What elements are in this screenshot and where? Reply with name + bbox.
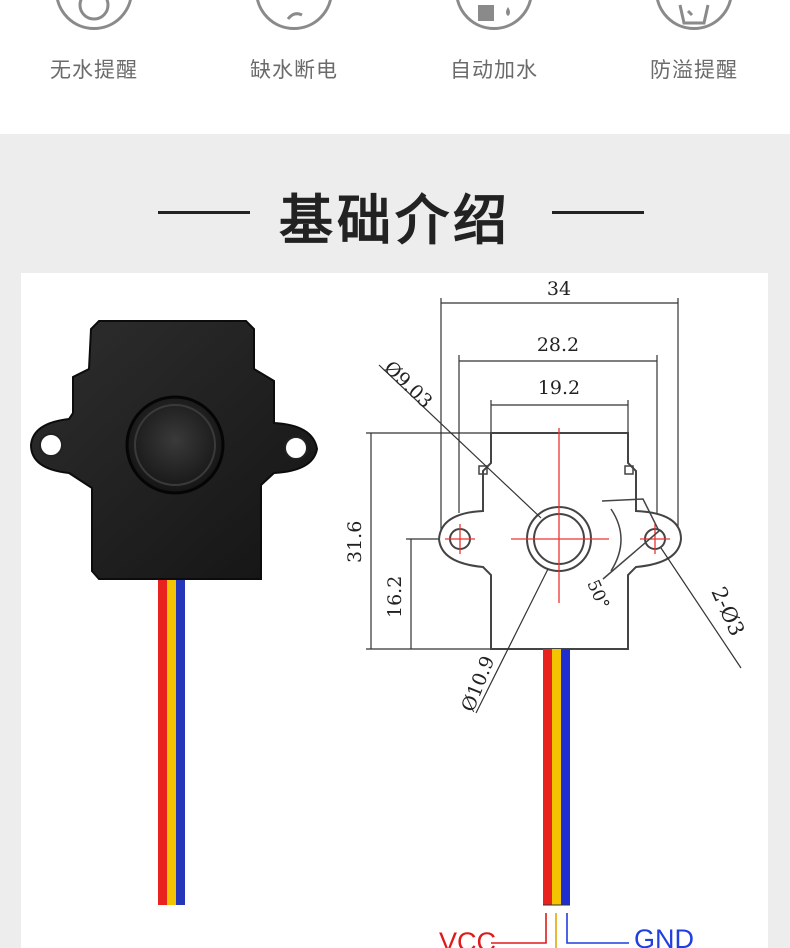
- wire-blue: [176, 573, 185, 905]
- title-line-right: [552, 211, 644, 214]
- feature-label: 自动加水: [450, 58, 538, 82]
- feature-label: 防溢提醒: [650, 58, 738, 82]
- mount-hole-left: [39, 433, 63, 457]
- dimension-drawing: [366, 298, 742, 714]
- sensor-window: [125, 395, 225, 495]
- drawing-outline: [437, 432, 683, 650]
- feature-label: 无水提醒: [50, 58, 138, 82]
- product-panel: 34 28.2 19.2 Ø9.03 31.6 16.2 Ø10.9 50° 2…: [21, 273, 768, 948]
- dim-body-width: 19.2: [538, 377, 580, 399]
- power-off-icon: [255, 0, 333, 30]
- dim-height: 31.6: [344, 521, 366, 563]
- wire-red: [158, 573, 167, 905]
- water-drop-icon: [455, 0, 533, 30]
- feature-band: 无水提醒 缺水断电 自动加水 防溢提醒: [0, 0, 790, 134]
- wire-label-vcc: VCC: [439, 927, 496, 948]
- wire-yellow: [167, 573, 176, 905]
- dim-overall-width: 34: [547, 278, 571, 300]
- feature-no-water: 无水提醒: [24, 0, 164, 134]
- title-line-left: [158, 211, 250, 214]
- feature-auto-fill: 自动加水: [424, 0, 564, 134]
- dim-mount-holes: 2-Ø3: [706, 583, 749, 639]
- dim-outer-ring: Ø10.9: [457, 653, 499, 715]
- feature-power-off: 缺水断电: [224, 0, 364, 134]
- sensor-photo: [29, 320, 319, 905]
- feature-overflow: 防溢提醒: [624, 0, 764, 134]
- feature-label: 缺水断电: [250, 58, 338, 82]
- dim-mount-width: 28.2: [537, 334, 579, 356]
- mount-hole-right: [284, 436, 308, 460]
- section-title: 基础介绍: [279, 189, 511, 252]
- wire-label-gnd: GND: [634, 924, 694, 948]
- water-level-icon: [55, 0, 133, 30]
- product-illustration: 34 28.2 19.2 Ø9.03 31.6 16.2 Ø10.9 50° 2…: [29, 278, 749, 948]
- drawing-wires: [543, 649, 570, 906]
- cup-overflow-icon: [655, 0, 733, 30]
- dim-inner-hole: Ø9.03: [380, 357, 437, 413]
- dim-center-height: 16.2: [384, 576, 406, 618]
